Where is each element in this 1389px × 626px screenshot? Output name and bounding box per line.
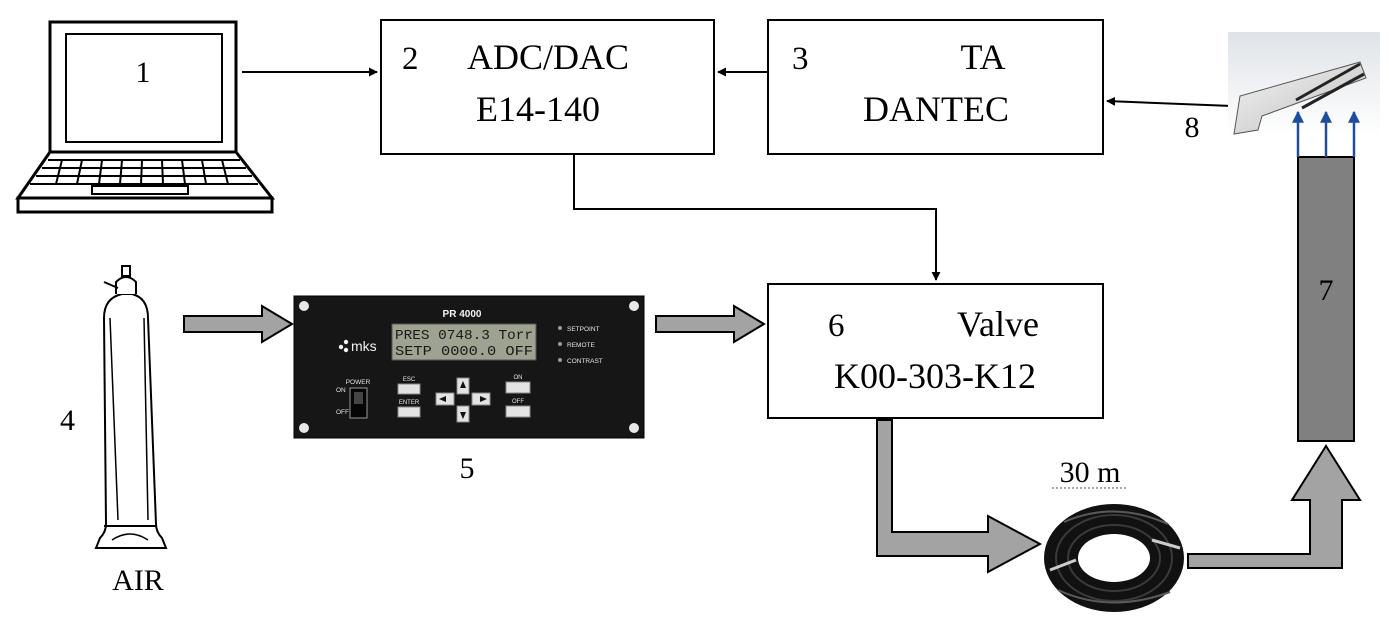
controller-brand: mks xyxy=(351,338,377,354)
valve-number: 6 xyxy=(828,308,845,344)
air-cylinder: 4 AIR xyxy=(60,265,168,597)
laptop-computer: 1 xyxy=(15,20,276,214)
btn-on-label: ON xyxy=(514,375,523,381)
status-indicators: SETPOINT REMOTE CONTRAST xyxy=(558,326,603,365)
btn-off-label: OFF xyxy=(512,399,524,405)
indicator-remote: REMOTE xyxy=(567,342,595,349)
cylinder-number: 4 xyxy=(60,404,75,437)
indicator-contrast: CONTRAST xyxy=(567,358,603,365)
valve-box: 6 Valve K00-303-K12 xyxy=(767,283,1104,419)
valve-model: K00-303-K12 xyxy=(834,356,1036,396)
controller-lcd-display xyxy=(391,323,537,361)
tube-number: 7 xyxy=(1319,274,1334,307)
ta-dantec-box: 3 TA DANTEC xyxy=(767,19,1104,155)
cylinder-label: AIR xyxy=(112,564,164,597)
lcd-line-2: SETP 0000.0 OFF xyxy=(395,345,533,360)
power-on-label: ON xyxy=(336,387,346,394)
ta-number: 3 xyxy=(792,41,809,77)
mks-logo: mks xyxy=(338,338,377,354)
controller-model: PR 4000 xyxy=(443,309,482,320)
probe-to-ta-arrow xyxy=(1106,96,1233,107)
on-button xyxy=(505,381,531,394)
power-switch: POWER ON OFF xyxy=(336,379,371,419)
esc-label: ESC xyxy=(403,377,416,383)
ta-maker: DANTEC xyxy=(863,89,1009,129)
arrow-keypad xyxy=(435,377,491,423)
esc-button xyxy=(397,383,421,395)
flow-tube: 7 xyxy=(1297,156,1355,442)
adc-model: E14-140 xyxy=(476,89,600,129)
off-button xyxy=(505,405,531,418)
signal-connectors xyxy=(242,67,1233,281)
lcd-line-1: PRES 0748.3 Torr xyxy=(395,329,533,344)
adc-number: 2 xyxy=(402,41,419,77)
power-off-label: OFF xyxy=(336,409,349,416)
hose-length-label: 30 m xyxy=(1060,456,1121,489)
laptop-number: 1 xyxy=(136,56,151,89)
esc-enter-buttons: ESC ENTER xyxy=(397,377,421,418)
indicator-setpoint: SETPOINT xyxy=(567,326,600,333)
air-flow-arrows xyxy=(1292,110,1360,157)
on-off-buttons: ON OFF xyxy=(505,375,531,418)
adc-name: ADC/DAC xyxy=(467,37,629,77)
hose-to-tube-pipe-arrow xyxy=(1187,444,1362,569)
probe-number: 8 xyxy=(1185,111,1200,144)
ta-name: TA xyxy=(960,37,1005,77)
cylinder-to-controller-pipe-arrow xyxy=(183,304,294,344)
adc-dac-box: 2 ADC/DAC E14-140 xyxy=(380,19,715,155)
power-label: POWER xyxy=(346,379,371,386)
hot-wire-probe: 8 xyxy=(1185,32,1380,144)
valve-to-hose-pipe-arrow xyxy=(876,419,1043,574)
controller-number: 5 xyxy=(460,452,475,485)
adc-to-valve-arrow xyxy=(573,154,941,281)
hose-coil: 30 m xyxy=(1044,456,1184,612)
gas-flow-pipes xyxy=(183,304,1362,574)
enter-button xyxy=(397,406,421,418)
controller-to-valve-pipe-arrow xyxy=(655,304,766,344)
valve-name: Valve xyxy=(957,304,1039,344)
pr4000-controller: PR 4000 mks PRES 0748.3 Torr SETP 0000.0… xyxy=(293,295,645,485)
enter-label: ENTER xyxy=(399,400,420,406)
